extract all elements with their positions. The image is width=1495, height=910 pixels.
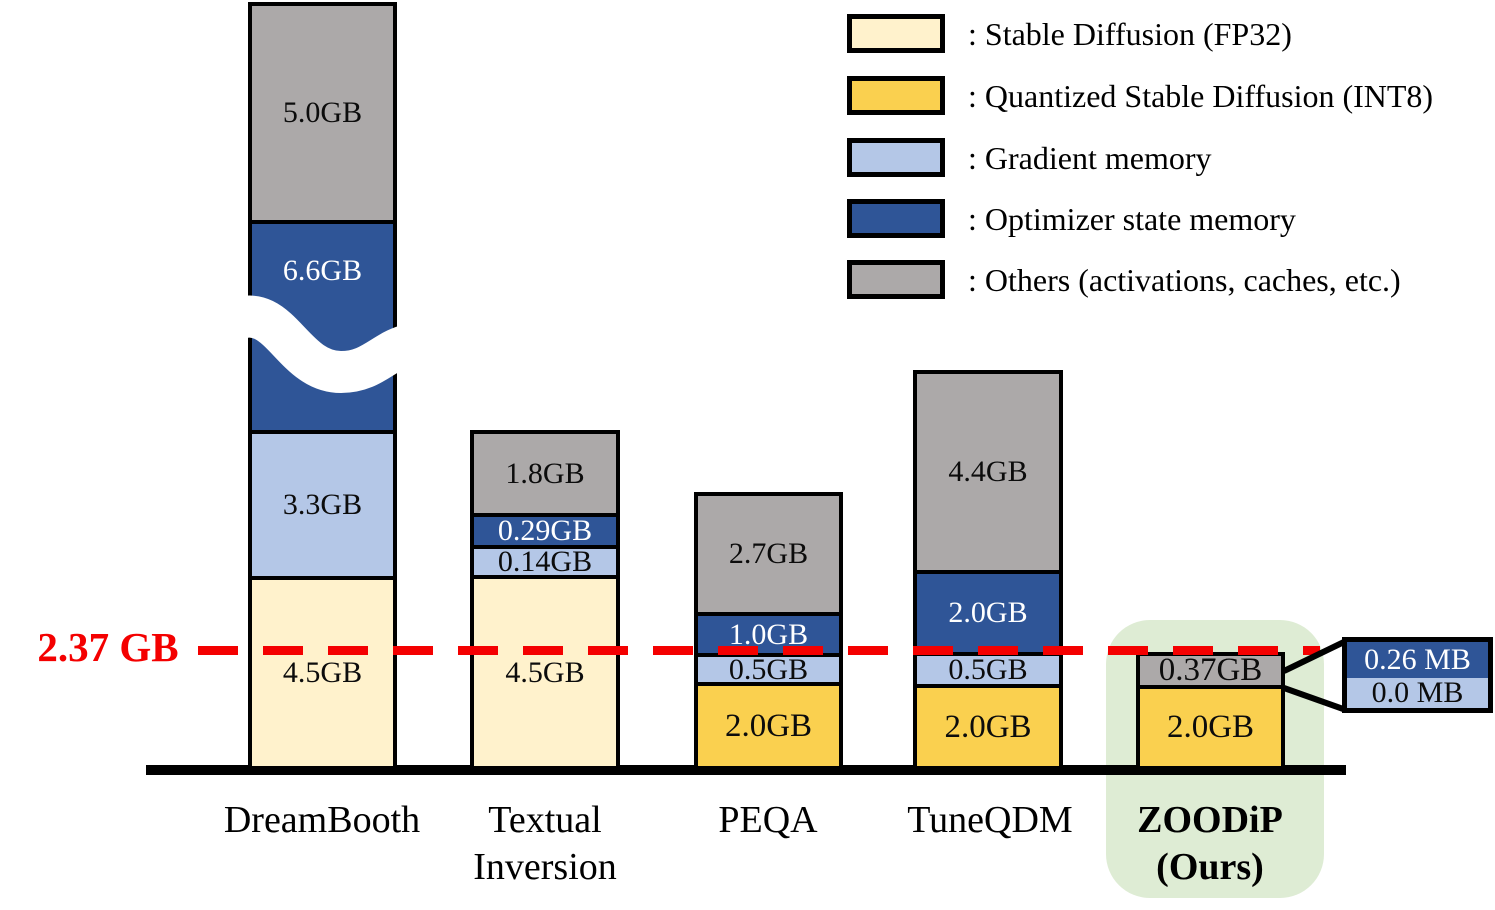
legend-swatch-sd-fp32 [847, 14, 945, 53]
legend-label-quantized-int8: : Quantized Stable Diffusion (INT8) [968, 78, 1434, 114]
legend-swatch-gradient [847, 138, 945, 177]
segment-value-label: 2.7GB [728, 537, 809, 570]
category-label-line: Inversion [473, 846, 617, 888]
callout-optimizer-value: 0.26 MB [1364, 643, 1471, 676]
segment-value-label: 6.6GB [282, 254, 363, 287]
segment-value-label: 2.0GB [948, 596, 1028, 629]
segment-value-label: 4.5GB [505, 655, 585, 689]
category-label-line: TuneQDM [907, 799, 1073, 841]
threshold-value-label: 2.37 GB [37, 624, 179, 670]
segment-value-label: 0.5GB [728, 652, 809, 686]
segment-value-label: 3.3GB [282, 488, 363, 521]
segment-value-label: 0.5GB [948, 653, 1028, 686]
segment-value-label: 2.0GB [724, 707, 813, 744]
segment-gradient: 0.5GB [913, 652, 1063, 688]
segment-value-label: 2.0GB [1166, 709, 1255, 745]
category-label-peqa: PEQA [618, 797, 918, 844]
segment-quantized-int8: 2.0GB [694, 682, 843, 770]
category-label-line: Textual [488, 799, 602, 841]
segment-others: 4.4GB [913, 370, 1063, 574]
segment-value-label: 2.0GB [944, 708, 1032, 745]
segment-others: 2.7GB [694, 492, 843, 616]
x-axis-line [146, 765, 1346, 775]
legend-label-others: : Others (activations, caches, etc.) [968, 262, 1401, 298]
segment-value-label: 1.8GB [505, 456, 585, 490]
segment-others: 1.8GB [470, 430, 620, 517]
legend-label-optimizer: : Optimizer state memory [968, 201, 1296, 237]
segment-quantized-int8: 2.0GB [913, 684, 1063, 770]
segment-sd-fp32: 4.5GB [470, 575, 620, 770]
legend-label-sd-fp32: : Stable Diffusion (FP32) [968, 16, 1292, 52]
legend-swatch-others [847, 260, 945, 299]
legend-swatch-optimizer [847, 199, 945, 238]
segment-optimizer: 6.6GB [248, 220, 397, 434]
segment-optimizer: 0.29GB [470, 513, 620, 549]
segment-others: 5.0GB [248, 2, 397, 224]
segment-quantized-int8: 2.0GB [1136, 685, 1285, 770]
segment-value-label: 4.4GB [948, 455, 1028, 488]
segment-value-label: 1.0GB [728, 617, 809, 651]
category-label-zoodip-ours: ZOODiP (Ours) [1060, 797, 1360, 891]
segment-others: 0.37GB [1136, 652, 1285, 689]
segment-gradient: 0.14GB [470, 545, 620, 579]
category-label-dreambooth: DreamBooth [172, 797, 472, 844]
segment-value-label: 5.0GB [282, 96, 363, 129]
segment-value-label: 0.14GB [497, 545, 593, 578]
segment-value-label: 0.29GB [497, 514, 593, 547]
category-label-line: PEQA [718, 799, 818, 841]
category-label-line: (Ours) [1156, 846, 1264, 888]
category-label-line: ZOODiP [1137, 799, 1283, 841]
legend-label-gradient: : Gradient memory [968, 140, 1212, 176]
segment-gradient: 3.3GB [248, 430, 397, 580]
segment-optimizer: 2.0GB [913, 570, 1063, 656]
segment-value-label: 0.37GB [1158, 652, 1263, 688]
legend-swatch-quantized-int8 [847, 76, 945, 115]
category-label-textual-inversion: Textual Inversion [395, 797, 695, 891]
callout-optimizer-row: 0.26 MB [1347, 642, 1488, 678]
segment-sd-fp32: 4.5GB [248, 576, 397, 770]
callout-gradient-value: 0.0 MB [1371, 676, 1464, 709]
zoomed-memory-callout: 0.26 MB 0.0 MB [1342, 637, 1493, 713]
callout-gradient-row: 0.0 MB [1347, 678, 1488, 708]
segment-gradient: 0.5GB [694, 653, 843, 686]
category-label-line: DreamBooth [223, 799, 421, 841]
category-label-tuneqdm: TuneQDM [840, 797, 1140, 844]
segment-value-label: 4.5GB [282, 656, 363, 689]
threshold-dashed-line [198, 646, 1320, 655]
